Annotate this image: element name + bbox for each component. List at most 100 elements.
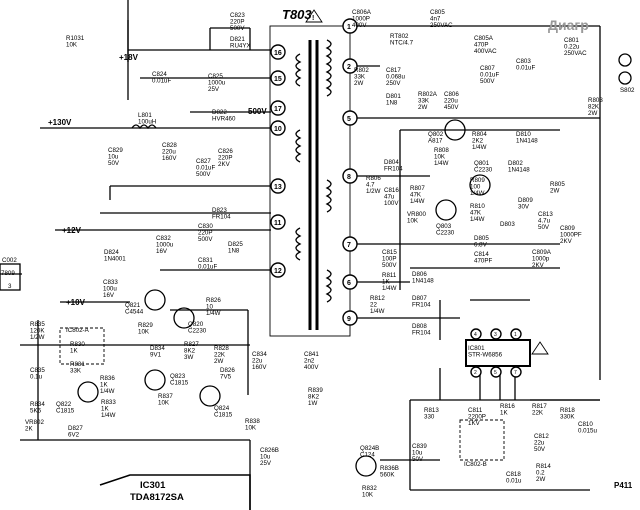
svg-text:9: 9 <box>347 316 351 323</box>
watermark: Диагр <box>548 17 589 33</box>
q822-symbol <box>77 381 99 403</box>
connector-c002: C002 7809 3 <box>0 257 21 291</box>
svg-text:13: 13 <box>274 184 282 191</box>
primary-wiring <box>357 25 601 491</box>
svg-text:10: 10 <box>274 126 282 133</box>
q801-symbol <box>469 174 491 196</box>
pin-17 <box>270 100 286 116</box>
svg-text:7: 7 <box>514 370 517 376</box>
svg-text:16: 16 <box>274 50 282 57</box>
secondary-wiring: +18V +130V 500V +12V +10V <box>0 0 271 510</box>
label-500v: 500V <box>248 107 267 116</box>
svg-text:2: 2 <box>347 64 351 71</box>
ic801-warning-icon <box>531 341 549 355</box>
svg-text:1: 1 <box>347 24 351 31</box>
label-ic802-a: IC802-A <box>66 327 90 334</box>
svg-text:S802: S802 <box>620 87 635 94</box>
svg-text:C002: C002 <box>2 257 17 264</box>
svg-text:5: 5 <box>347 116 351 123</box>
svg-text:3: 3 <box>8 283 12 290</box>
rail-plus-12v: +12V <box>62 226 82 235</box>
corner-marks: P411 Диагр S802 <box>548 17 635 490</box>
right-transistors <box>435 119 491 221</box>
svg-text:3: 3 <box>494 332 497 338</box>
svg-text:1: 1 <box>514 332 517 338</box>
svg-text:12: 12 <box>274 268 282 275</box>
page-code: P411 <box>614 481 633 490</box>
optocoupler-ic802b <box>59 327 505 461</box>
rail-plus-130v: +130V <box>48 118 72 127</box>
svg-text:6: 6 <box>347 280 351 287</box>
left-transistors <box>77 289 377 477</box>
svg-text:15: 15 <box>274 76 282 83</box>
label-ic802-b: IC802-B <box>464 461 487 468</box>
ic301: IC301 TDA8172SA <box>99 474 251 510</box>
svg-text:!: ! <box>312 15 314 22</box>
transformer-label: T803 <box>282 7 312 22</box>
svg-text:11: 11 <box>274 220 282 227</box>
ic301-part: TDA8172SA <box>130 492 184 503</box>
